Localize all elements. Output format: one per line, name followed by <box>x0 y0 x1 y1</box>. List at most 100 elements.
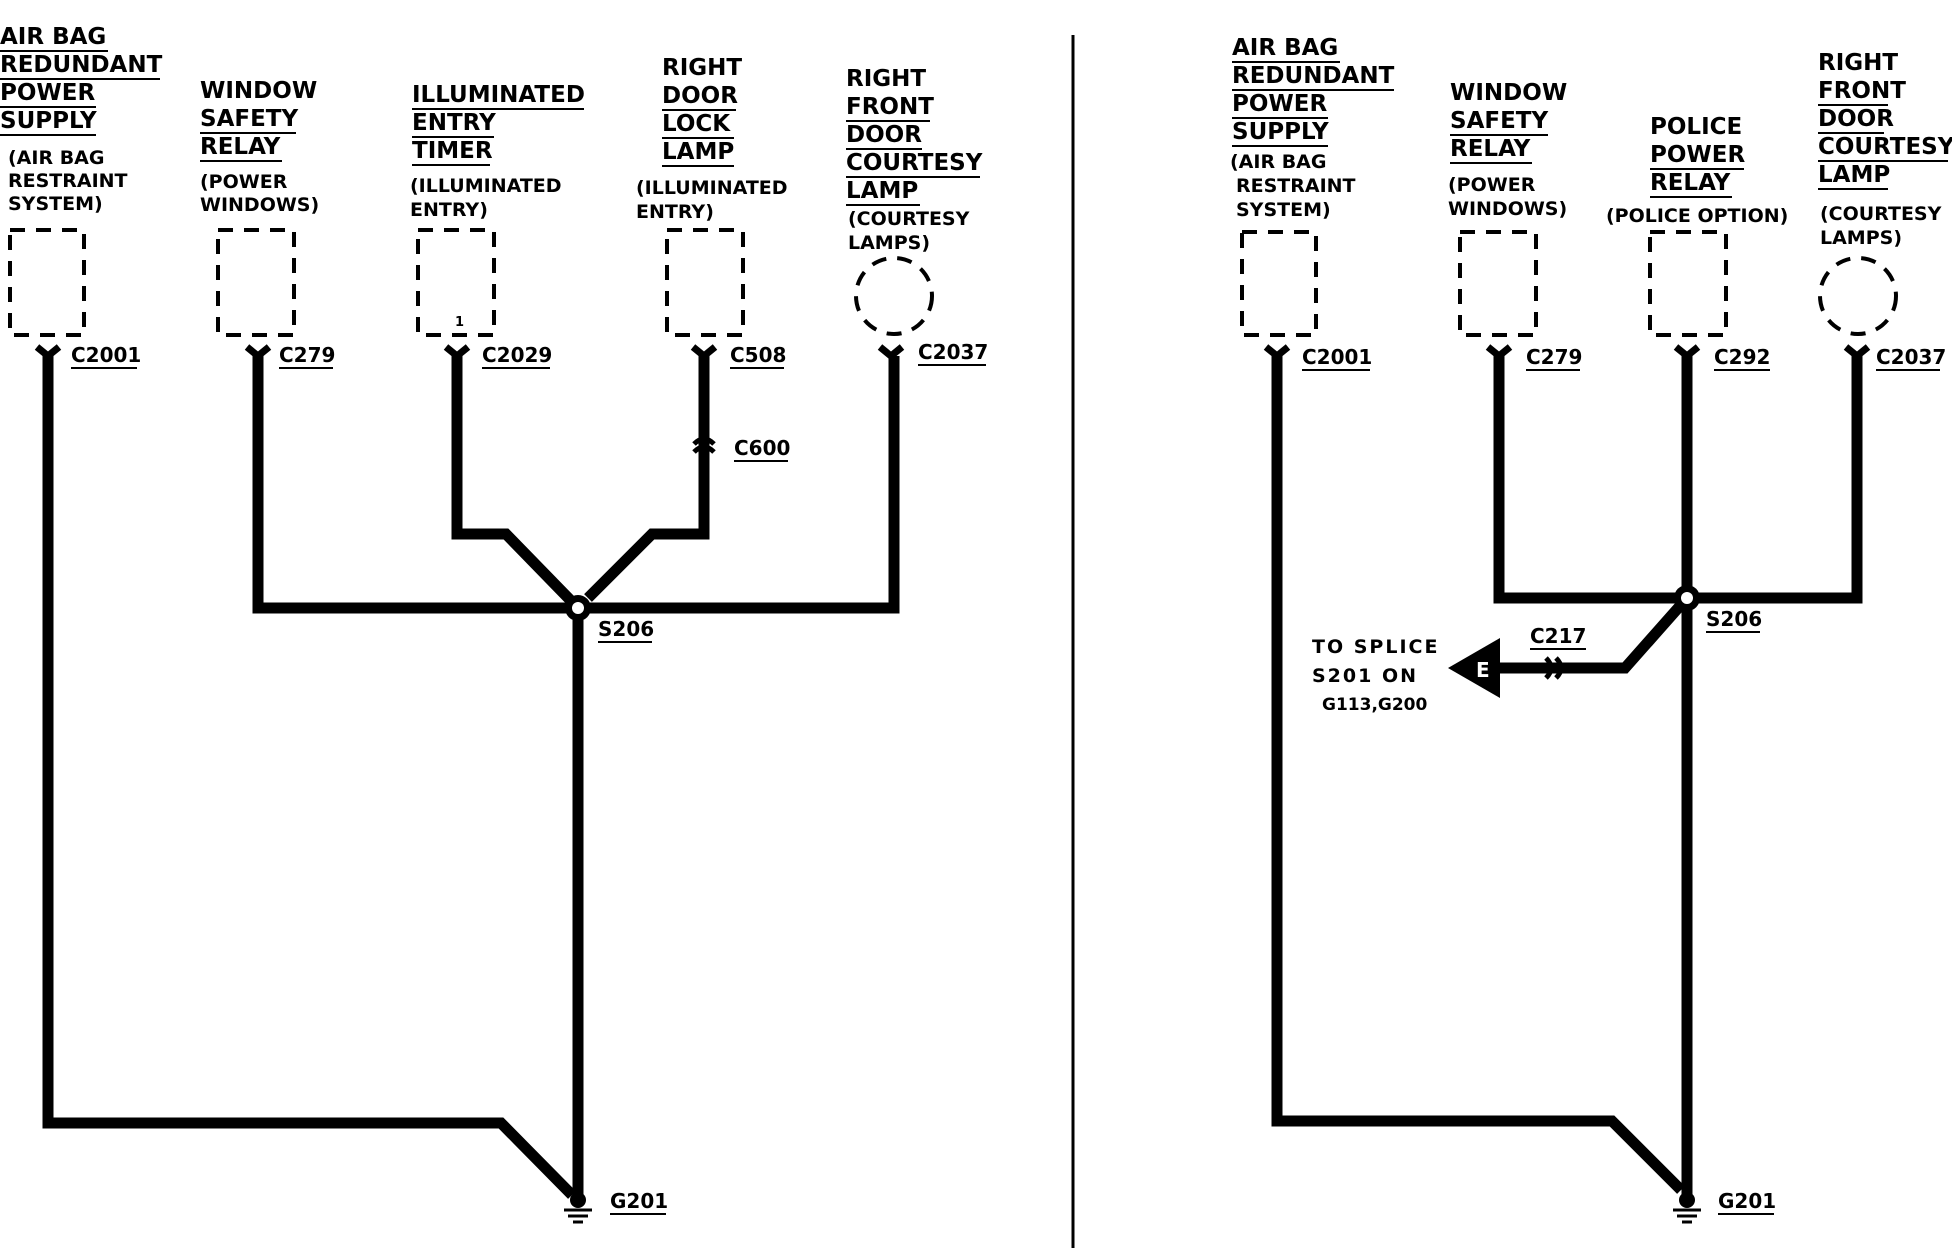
component-box <box>1648 230 1728 337</box>
component-desc-line: LAMPS) <box>1820 227 1902 249</box>
component-title-line: FRONT <box>1818 78 1906 104</box>
component-title-line: COURTESY <box>1818 134 1952 160</box>
arrow-icon <box>1448 638 1500 698</box>
component-box <box>1458 230 1538 337</box>
component-title-line: WINDOW <box>1450 80 1567 106</box>
component-title-line: SAFETY <box>1450 108 1548 134</box>
component-desc-line: WINDOWS) <box>200 194 319 216</box>
component-title-line: RELAY <box>1450 136 1531 162</box>
component-title-line: RELAY <box>1650 170 1731 196</box>
component-box <box>216 228 296 337</box>
component-title-line: DOOR <box>1818 106 1894 132</box>
connector-symbol <box>1843 344 1871 361</box>
component-police-power-relay: POLICE POWER RELAY (POLICE OPTION) C292 <box>1606 114 1788 371</box>
component-title-line: POWER <box>1232 91 1327 117</box>
connector-symbol <box>690 344 718 361</box>
connector-label: C2029 <box>482 343 552 367</box>
component-box <box>8 228 86 337</box>
component-title-line: DOOR <box>846 122 922 148</box>
component-title-line: LAMP <box>846 178 918 204</box>
connector-symbol <box>443 344 471 361</box>
component-desc-line: (COURTESY <box>848 208 970 230</box>
component-title-line: SAFETY <box>200 106 298 132</box>
splice-s206: S206 <box>1674 585 1762 633</box>
component-title-line: REDUNDANT <box>0 52 163 78</box>
ground-g201: G201 <box>1673 1189 1776 1224</box>
component-desc-line: SYSTEM) <box>8 193 103 215</box>
connector-label: C600 <box>734 436 790 460</box>
connector-symbol <box>1263 344 1291 361</box>
component-desc-line: (ILLUMINATED <box>636 177 788 199</box>
ground-label: G201 <box>1718 1189 1776 1213</box>
component-title-line: LAMP <box>662 139 734 165</box>
component-lamp-circle <box>854 256 934 336</box>
component-title-line: WINDOW <box>200 78 317 104</box>
component-box <box>416 228 496 337</box>
component-title-line: RIGHT <box>846 66 926 92</box>
ground-symbol <box>570 1192 586 1208</box>
connector-symbol <box>34 344 62 361</box>
connector-label: C2001 <box>1302 345 1372 369</box>
component-title-line: ENTRY <box>412 110 496 136</box>
component-title-line: RIGHT <box>662 55 742 81</box>
connector-symbol <box>244 344 272 361</box>
component-right-front-door-courtesy-lamp: RIGHT FRONT DOOR COURTESY LAMP (COURTESY… <box>1818 50 1952 371</box>
offpage-arrow-e: E TO SPLICE S201 ON G113,G200 <box>1312 636 1500 715</box>
wire-branch-c279-c2037 <box>1493 356 1863 604</box>
connector-label: C2037 <box>918 340 988 364</box>
component-air-bag-power-supply: AIR BAG REDUNDANT POWER SUPPLY (AIR BAG … <box>0 24 163 369</box>
connector-label: C217 <box>1530 624 1586 648</box>
connector-label: C292 <box>1714 345 1770 369</box>
component-desc-line: (COURTESY <box>1820 203 1942 225</box>
component-title-line: LOCK <box>662 111 731 137</box>
wire-c508-to-splice <box>584 356 710 602</box>
component-right-front-door-courtesy-lamp: RIGHT FRONT DOOR COURTESY LAMP (COURTESY… <box>846 66 988 366</box>
component-title-line: SUPPLY <box>1232 119 1329 145</box>
splice-label: S206 <box>598 617 654 641</box>
pin-number: 1 <box>455 315 464 330</box>
inline-connector-c600: C600 <box>692 436 790 462</box>
component-window-safety-relay: WINDOW SAFETY RELAY (POWER WINDOWS) C279 <box>1448 80 1582 371</box>
splice-label: S206 <box>1706 607 1762 631</box>
component-right-door-lock-lamp: RIGHT DOOR LOCK LAMP (ILLUMINATED ENTRY)… <box>636 55 788 369</box>
component-desc-line: ENTRY) <box>410 199 488 221</box>
component-desc-line: LAMPS) <box>848 232 930 254</box>
wire-c2029-to-splice <box>451 356 582 612</box>
wire-splice-to-c217 <box>1500 594 1692 674</box>
component-desc-line: (POLICE OPTION) <box>1606 205 1788 227</box>
component-title-line: REDUNDANT <box>1232 63 1395 89</box>
component-title-line: ILLUMINATED <box>412 82 585 108</box>
component-title-line: DOOR <box>662 83 738 109</box>
component-title-line: AIR BAG <box>1232 35 1338 61</box>
component-desc-line: (AIR BAG <box>8 147 104 169</box>
component-title-line: RIGHT <box>1818 50 1898 76</box>
component-title-line: POWER <box>0 80 95 106</box>
right-panel: AIR BAG REDUNDANT POWER SUPPLY (AIR BAG … <box>1230 35 1952 1224</box>
offpage-text-line: G113,G200 <box>1322 695 1428 715</box>
component-title-line: POWER <box>1650 142 1745 168</box>
connector-label: C2001 <box>71 343 141 367</box>
component-title-line: TIMER <box>412 138 493 164</box>
wire-branch-c279-c2037 <box>252 356 900 614</box>
component-desc-line: SYSTEM) <box>1236 199 1331 221</box>
connector-label: C508 <box>730 343 786 367</box>
component-title-line: POLICE <box>1650 114 1742 140</box>
component-desc-line: WINDOWS) <box>1448 198 1567 220</box>
component-title-line: SUPPLY <box>0 108 97 134</box>
component-title-line: COURTESY <box>846 150 983 176</box>
splice-s206: S206 <box>565 595 654 643</box>
wire-c2001-to-ground <box>1271 356 1685 1194</box>
component-illuminated-entry-timer: ILLUMINATED ENTRY TIMER (ILLUMINATED ENT… <box>410 82 585 369</box>
component-desc-line: (AIR BAG <box>1230 151 1326 173</box>
connector-label: C2037 <box>1876 345 1946 369</box>
offpage-letter: E <box>1476 658 1490 682</box>
offpage-text-line: TO SPLICE <box>1312 636 1439 658</box>
component-box <box>1240 230 1318 337</box>
component-title-line: LAMP <box>1818 162 1890 188</box>
inline-connector-c217: C217 <box>1530 624 1586 680</box>
component-title-line: AIR BAG <box>0 24 106 50</box>
ground-g201: G201 <box>564 1189 668 1224</box>
component-desc-line: (POWER <box>200 171 288 193</box>
component-title-line: RELAY <box>200 134 281 160</box>
